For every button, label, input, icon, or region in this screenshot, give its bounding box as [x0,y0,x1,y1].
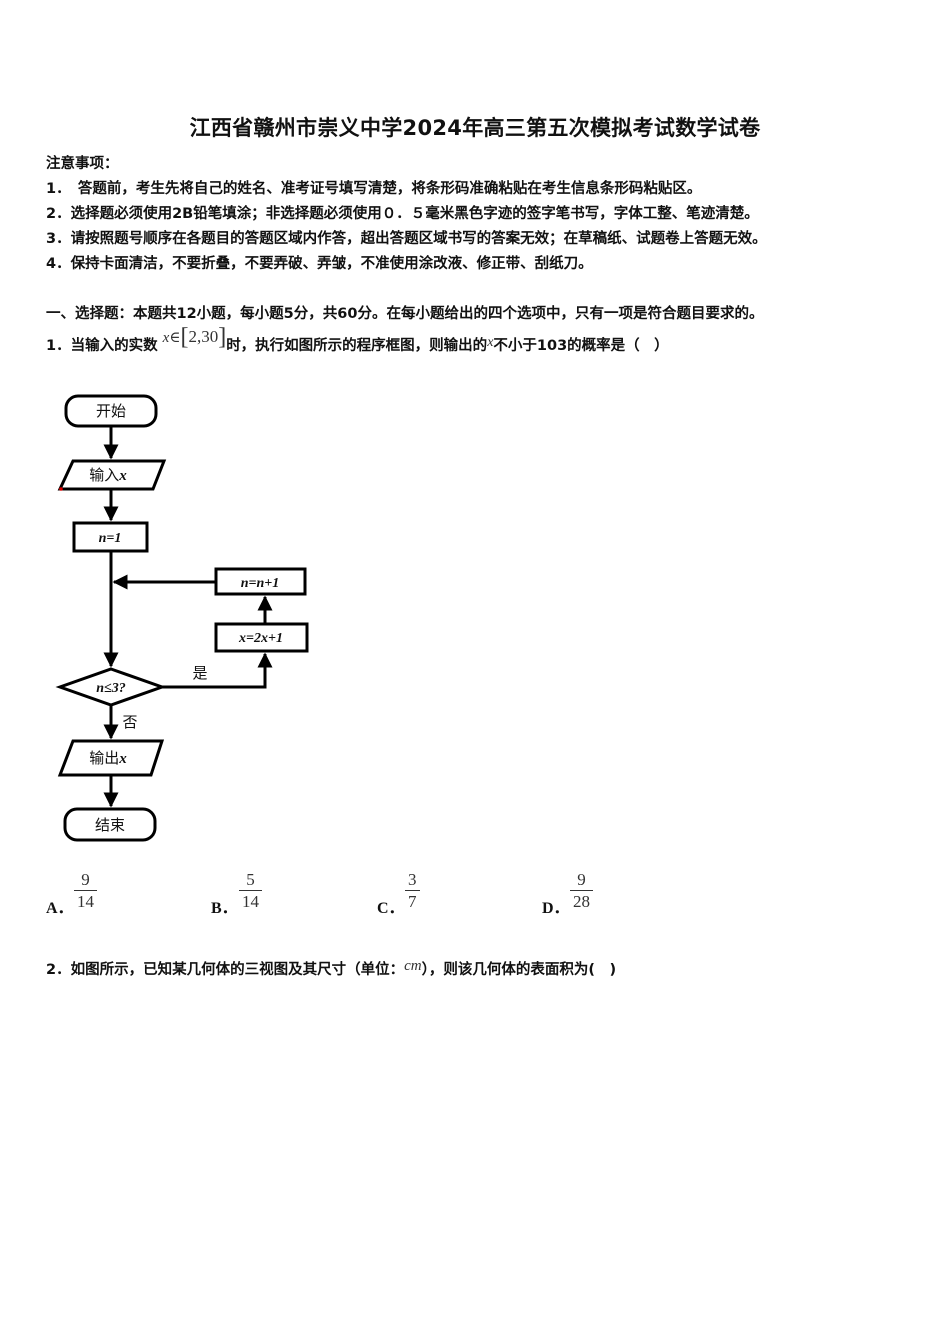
flowchart-update-n-label: n=n+1 [241,576,280,591]
flowchart-start-label: 开始 [96,403,126,420]
q1-interval: 2,30 [188,327,219,346]
flowchart-yes-label: 是 [192,666,207,682]
section-heading: 一、选择题：本题共12小题，每小题5分，共60分。在每小题给出的四个选项中，只有… [46,306,764,322]
page-title: 江西省赣州市崇义中学2024年高三第五次模拟考试数学试卷 [189,116,761,140]
q1-bracket-close: ] [218,324,227,350]
flowchart-init-label: n=1 [99,531,122,546]
notice-item-2: 2．选择题必须使用2B铅笔填涂；非选择题必须使用０．５毫米黑色字迹的签字笔书写，… [46,206,759,222]
flowchart-end-node [63,807,157,842]
flowchart-output-node [57,739,165,777]
q1-math-var2: x [487,335,494,350]
q2-unit: cm [404,958,422,974]
question-2-stem: 2．如图所示，已知某几何体的三视图及其尺寸（单位：cm），则该几何体的表面积为(… [46,958,616,979]
q1-bracket-open: [ [180,324,189,350]
flowchart-output-label: 输出x [89,750,127,767]
flowchart-update-x-label: x=2x+1 [238,631,283,646]
notice-item-1: 1． 答题前，考生先将自己的姓名、准考证号填写清楚，将条形码准确粘贴在考生信息条… [46,181,702,197]
flowchart-update-x-node [214,622,309,653]
q2-suffix: ），则该几何体的表面积为( ) [421,962,617,978]
q1-mid: 时，执行如图所示的程序框图，则输出的 [226,338,488,354]
flowchart: 开始 输入x n=1 n=n+1 x=2x+1 n≤3? 是 否 输出x 结束 [55,394,309,842]
option-a-letter: A． [46,900,74,917]
flowchart-end-label: 结束 [95,817,125,834]
notice-item-4: 4．保持卡面清洁，不要折叠，不要弄破、弄皱，不准使用涂改液、修正带、刮纸刀。 [46,256,593,272]
flowchart-input-node [57,459,167,491]
flowchart-condition-label: n≤3? [96,681,125,696]
q1-suffix: 不小于103的概率是（ ） [493,338,669,354]
option-d-letter: D． [542,900,570,917]
q1-math-var: x [162,330,170,346]
q1-math-in: ∈ [169,330,181,346]
q2-prefix: 2．如图所示，已知某几何体的三视图及其尺寸（单位： [46,962,405,978]
notice-item-3: 3．请按照题号顺序在各题目的答题区域内作答，超出答题区域书写的答案无效；在草稿纸… [46,231,767,247]
flowchart-input-label: 输入x [89,467,127,484]
option-c-letter: C． [377,900,405,917]
notice-heading: 注意事项： [46,156,119,172]
q1-prefix: 1．当输入的实数 [46,338,158,354]
option-b-letter: B． [211,900,238,917]
flowchart-no-label: 否 [122,715,137,731]
question-1-stem: 1．当输入的实数 x∈[2,30]时，执行如图所示的程序框图，则输出的x不小于1… [46,324,669,357]
